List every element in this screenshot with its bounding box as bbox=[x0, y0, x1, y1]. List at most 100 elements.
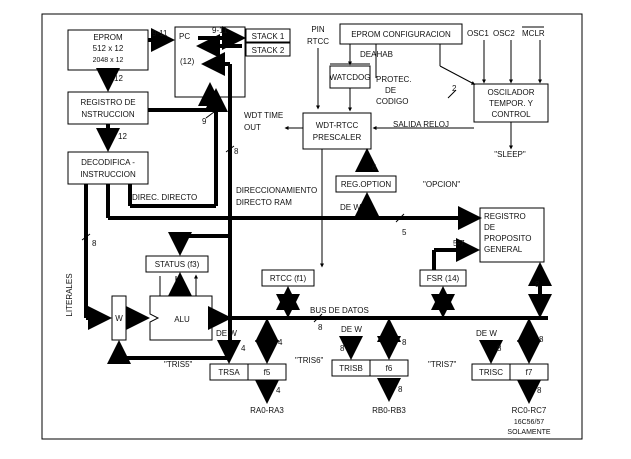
stack2-label: STACK 2 bbox=[252, 46, 285, 55]
osc1-pin-label: OSC1 bbox=[467, 29, 489, 38]
osc2-pin-label: OSC2 bbox=[493, 29, 515, 38]
config-osc-wire bbox=[439, 65, 476, 85]
eprom-reg-tick bbox=[104, 75, 112, 85]
eprom-config-label: EPROM CONFIGURACION bbox=[351, 30, 451, 39]
oscillator-label-2: TEMPOR. Y bbox=[489, 99, 534, 108]
port-c-note-2: SOLAMENTE bbox=[507, 429, 551, 436]
osc-bus-width: 2 bbox=[452, 84, 457, 93]
tris6-label: "TRIS6" bbox=[295, 356, 324, 365]
general-register-label-4: GENERAL bbox=[484, 245, 523, 254]
wdt-prescaler-label-1: WDT-RTCC bbox=[316, 121, 359, 130]
pc-stack-width: 9-11 bbox=[212, 26, 228, 35]
rtcc-register-label: RTCC (f1) bbox=[270, 274, 307, 283]
data-bus-label: BUS DE DATOS bbox=[310, 306, 369, 315]
alu-label: ALU bbox=[174, 315, 190, 324]
pc-feedback-width: 9 bbox=[202, 117, 207, 126]
pc-feedback-tick bbox=[205, 111, 215, 119]
protec-label-3: CODIGO bbox=[376, 97, 408, 106]
f7-data-width: 8 bbox=[539, 335, 544, 344]
alu-block bbox=[149, 295, 213, 341]
port-a-label: RA0-RA3 bbox=[250, 406, 284, 415]
reg-data-tick bbox=[535, 279, 545, 287]
trisc-width: 8 bbox=[497, 344, 502, 353]
port-c-label: RC0-RC7 bbox=[512, 406, 547, 415]
status-register-label: STATUS (f3) bbox=[155, 260, 200, 269]
oscillator-label-3: CONTROL bbox=[491, 110, 531, 119]
f5-label: f5 bbox=[264, 368, 271, 377]
data-bus-tick bbox=[313, 313, 323, 323]
f5-port-width: 4 bbox=[276, 386, 281, 395]
from-w-label-1: DE W bbox=[340, 203, 361, 212]
trisc-label: TRISC bbox=[479, 368, 503, 377]
from-w-label-3: DE W bbox=[341, 325, 362, 334]
protec-label-1: PROTEC. bbox=[376, 75, 412, 84]
f5-data-width: 4 bbox=[278, 338, 283, 347]
wdt-prescaler-block bbox=[302, 112, 372, 150]
mclr-pin-label: MCLR bbox=[522, 29, 545, 38]
fsr-register-label: FSR (14) bbox=[427, 274, 460, 283]
pc-label: PC bbox=[179, 32, 190, 41]
eprom-pc-width: 9-11 bbox=[152, 29, 168, 38]
fsr-reg-width: 5-7 bbox=[453, 239, 465, 248]
w-register-label: W bbox=[115, 314, 123, 323]
port-c-note-1: 16C56/57 bbox=[514, 419, 544, 426]
trisa-label: TRSA bbox=[218, 368, 240, 377]
direct-ram-label-2: DIRECTO RAM bbox=[236, 198, 292, 207]
trisb-label: TRISB bbox=[339, 364, 363, 373]
watchdog-label: WATCDOG bbox=[330, 73, 371, 82]
general-register-label-3: PROPOSITO bbox=[484, 234, 531, 243]
option-label: "OPCION" bbox=[423, 180, 460, 189]
general-register-label-2: DE bbox=[484, 223, 495, 232]
protec-label-2: DE bbox=[385, 86, 396, 95]
wdt-prescaler-label-2: PRESCALER bbox=[313, 133, 362, 142]
f7-data-tick bbox=[524, 341, 534, 349]
f5-data-tick bbox=[262, 341, 272, 349]
instruction-decoder-label-2: INSTRUCCION bbox=[80, 170, 136, 179]
instruction-register-label-2: NSTRUCCION bbox=[81, 110, 135, 119]
instruction-register-block bbox=[67, 91, 149, 125]
stack2-block bbox=[245, 42, 291, 57]
option-bus-width: 6 bbox=[372, 163, 377, 172]
pin-rtcc-label-1: PIN bbox=[311, 25, 325, 34]
eprom-reg-width: 12 bbox=[114, 74, 123, 83]
pin-rtcc-label-2: RTCC bbox=[307, 37, 329, 46]
option-register-label: REG.OPTION bbox=[341, 180, 391, 189]
main-reg-width: 5 bbox=[402, 228, 407, 237]
trisb-width: 8 bbox=[340, 344, 345, 353]
f6-port-width: 8 bbox=[398, 385, 403, 394]
wdt-timeout-label-1: WDT TIME bbox=[244, 111, 283, 120]
literals-tick bbox=[81, 233, 91, 241]
outer-frame bbox=[41, 13, 583, 440]
f7-label: f7 bbox=[526, 368, 533, 377]
trisa-tick bbox=[224, 345, 234, 353]
direct-ram-label-1: DIRECCIONAMIENTO bbox=[236, 186, 317, 195]
reg-decoder-width: 12 bbox=[118, 132, 127, 141]
osc-bus-tick bbox=[447, 89, 457, 99]
eprom-label-2: 512 x 12 bbox=[93, 44, 124, 53]
stack1-block bbox=[245, 28, 291, 43]
wdt-timeout-label-2: OUT bbox=[244, 123, 261, 132]
sleep-label: "SLEEP" bbox=[494, 150, 526, 159]
from-w-label-4: DE W bbox=[476, 329, 497, 338]
instruction-register-label-1: REGISTRO DE bbox=[80, 98, 135, 107]
pc-stack-label: (12) bbox=[180, 57, 195, 66]
f6-label: f6 bbox=[386, 364, 393, 373]
trisc-tick bbox=[486, 345, 496, 353]
literals-label: LITERALES bbox=[65, 273, 74, 316]
from-w-label-2: DE W bbox=[216, 329, 237, 338]
general-register-label-1: REGISTRO bbox=[484, 212, 526, 221]
general-register-block bbox=[479, 207, 545, 263]
direct-bus-tick bbox=[225, 145, 235, 153]
instruction-decoder-block bbox=[67, 151, 149, 185]
instruction-decoder-label-1: DECODIFICA - bbox=[81, 158, 135, 167]
f7-port-width: 8 bbox=[537, 386, 542, 395]
reg-decoder-tick bbox=[104, 131, 112, 141]
eprom-label-1: EPROM bbox=[93, 33, 123, 42]
port-b-label: RB0-RB3 bbox=[372, 406, 406, 415]
direct-bus-width: 8 bbox=[234, 147, 239, 156]
literals-bus-width: 8 bbox=[92, 239, 97, 248]
trisa-width: 4 bbox=[241, 344, 246, 353]
eprom-config-block bbox=[339, 23, 463, 45]
data-bus-width: 8 bbox=[318, 323, 323, 332]
